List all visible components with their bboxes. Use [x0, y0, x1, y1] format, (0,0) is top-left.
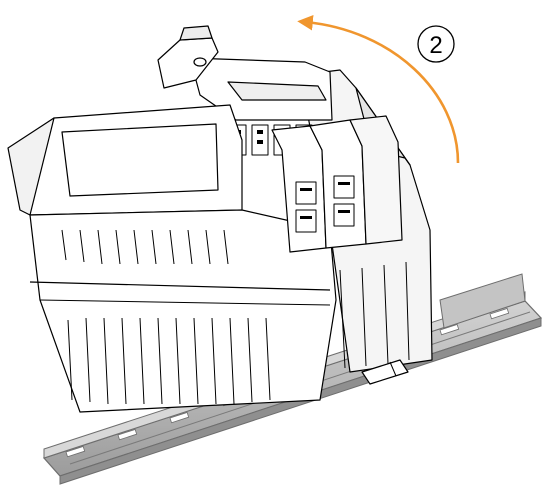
module-assembly [7, 25, 433, 413]
step-number: 2 [429, 32, 442, 59]
terminal-blocks [271, 115, 403, 253]
rotary-knob [157, 25, 219, 89]
step-marker: 2 [417, 25, 455, 63]
din-rail-back-wall [439, 273, 526, 329]
rotation-arrow-icon [297, 14, 460, 164]
circled-number-icon [417, 25, 455, 63]
main-module-housing [7, 104, 337, 413]
label-window [61, 123, 219, 197]
rail-latch [361, 359, 409, 385]
